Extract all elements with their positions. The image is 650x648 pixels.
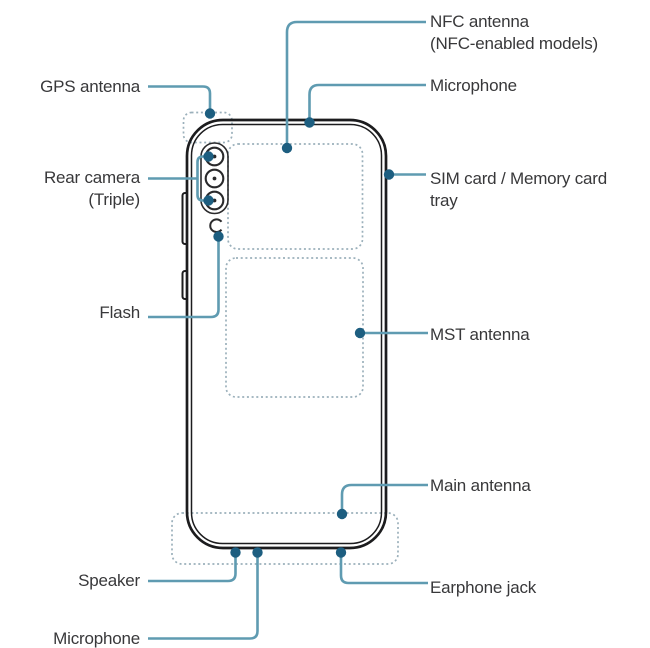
sim-callout-dot <box>383 169 395 180</box>
earphone-jack-label: Earphone jack <box>430 577 536 599</box>
mst-antenna-label: MST antenna <box>430 324 530 346</box>
label-line: Microphone <box>430 76 517 95</box>
label-line: tray <box>430 191 458 210</box>
label-line: SIM card / Memory card <box>430 169 607 188</box>
camera-housing <box>200 142 229 215</box>
flash-callout-line <box>148 237 220 319</box>
camera-lens-middle-dot <box>212 176 217 181</box>
rear-camera-dot-bottom <box>203 195 214 206</box>
microphone-top-callout-dot <box>304 117 315 128</box>
microphone-top-callout-line <box>308 83 426 122</box>
gps-antenna-region <box>182 111 233 144</box>
microphone-bottom-callout-dot <box>252 547 263 558</box>
sim-card-tray-label: SIM card / Memory card tray <box>430 168 607 212</box>
nfc-callout-dot <box>281 142 293 154</box>
gps-callout-dot <box>204 108 216 119</box>
mst-callout-dot <box>354 327 366 339</box>
earphone-callout-dot <box>335 547 347 558</box>
label-line: (NFC-enabled models) <box>430 34 598 53</box>
label-line: Flash <box>99 303 140 322</box>
speaker-callout-dot <box>230 547 241 558</box>
mst-antenna-region <box>225 257 364 398</box>
microphone-top-label: Microphone <box>430 75 517 97</box>
microphone-bottom-label: Microphone <box>53 628 140 648</box>
flash-callout-dot <box>213 231 224 242</box>
gps-antenna-label: GPS antenna <box>40 76 140 98</box>
speaker-callout-line <box>148 553 237 583</box>
flash-label: Flash <box>99 302 140 324</box>
speaker-label: Speaker <box>78 570 140 592</box>
label-line: Rear camera <box>43 168 140 187</box>
earphone-callout-line <box>339 553 428 585</box>
main-antenna-label: Main antenna <box>430 475 531 497</box>
phone-body <box>187 120 386 548</box>
label-line: Microphone <box>53 629 140 648</box>
label-line: NFC antenna <box>430 12 529 31</box>
nfc-antenna-region <box>227 143 364 250</box>
label-line: MST antenna <box>430 325 530 344</box>
label-line: Main antenna <box>430 476 531 495</box>
label-line: Earphone jack <box>430 578 537 597</box>
main-antenna-callout-dot <box>336 508 348 520</box>
nfc-callout-line <box>285 20 426 147</box>
label-line: Speaker <box>78 571 140 590</box>
rear-camera-dot-top <box>203 151 214 162</box>
nfc-antenna-label: NFC antenna (NFC-enabled models) <box>430 11 598 55</box>
gps-callout-line <box>148 85 212 112</box>
microphone-bottom-callout-line <box>148 553 259 640</box>
label-line: (Triple) <box>88 190 140 209</box>
rear-camera-label: Rear camera (Triple) <box>44 167 140 211</box>
rear-camera-bracket <box>196 155 209 202</box>
label-line: GPS antenna <box>40 77 140 96</box>
main-antenna-callout-line <box>340 483 428 513</box>
